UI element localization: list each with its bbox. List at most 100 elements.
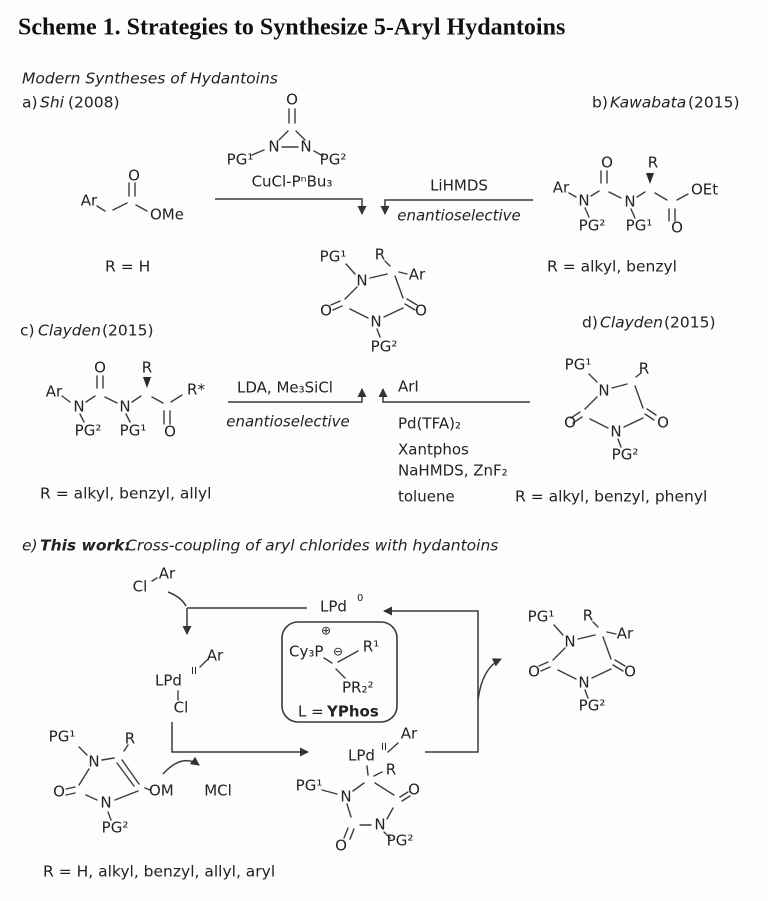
- caption-b: R = alkyl, benzyl: [547, 258, 677, 276]
- conditions-c: LDA, Me₃SiCl enantioselective: [226, 379, 350, 431]
- wedge-bond: [646, 173, 654, 184]
- species-aryl-chloride: Cl Ar: [133, 565, 176, 596]
- bonds: [177, 659, 208, 701]
- atom-n: N: [356, 272, 367, 290]
- label-mcl: MCl: [204, 782, 232, 800]
- caption-c: R = alkyl, benzyl, allyl: [40, 485, 211, 503]
- atom-ar: Ar: [81, 192, 98, 210]
- label-lpd-sup: 0: [357, 593, 363, 604]
- atom-ar: Ar: [159, 565, 176, 583]
- atom-r: R: [125, 730, 135, 748]
- atom-o: O: [415, 302, 427, 320]
- conditions-d: ArI Pd(TFA)₂ Xantphos NaHMDS, ZnF₂ tolue…: [398, 378, 508, 506]
- atom-o: O: [53, 783, 65, 801]
- label-lpd-sup: II: [381, 742, 387, 753]
- atom-ar: Ar: [553, 179, 570, 197]
- structure-e-product-hydantoin: PG¹ R N Ar O O N PG²: [528, 607, 636, 715]
- bonds: [61, 375, 183, 425]
- reagent-pdtfa: Pd(TFA)₂: [398, 415, 461, 433]
- caption-e: R = H, alkyl, benzyl, allyl, aryl: [43, 863, 275, 881]
- label-lpd: LPd: [155, 672, 182, 690]
- atom-n: N: [564, 633, 575, 651]
- reagent-nahmds: NaHMDS, ZnF₂: [398, 462, 508, 480]
- section-a-year: (2008): [68, 94, 120, 112]
- bonds: [251, 108, 324, 157]
- label-l-equals: L =: [298, 703, 324, 721]
- section-c-year: (2015): [102, 322, 154, 340]
- yphos-ligand-box: ⊕ Cy₃P ⊖ R¹ PR₂² L = YPhos: [281, 621, 398, 723]
- reaction-arrow-c: [228, 388, 367, 403]
- conditions-b: LiHMDS enantioselective: [397, 177, 521, 225]
- label-pg1: PG¹: [296, 777, 323, 795]
- atom-ar: Ar: [409, 266, 426, 284]
- atom-ar: Ar: [401, 725, 418, 743]
- caption-d: R = alkyl, benzyl, phenyl: [515, 488, 707, 506]
- atom-r-star: R*: [187, 381, 205, 399]
- label-pr2: PR₂²: [342, 679, 374, 697]
- reagent-xantphos: Xantphos: [398, 441, 469, 459]
- section-a-author: Shi: [40, 94, 65, 112]
- atom-ar: Ar: [46, 383, 63, 401]
- note-enantioselective: enantioselective: [226, 413, 350, 431]
- section-c-author: Clayden: [38, 322, 101, 340]
- reagent-cucl: CuCl-PⁿBu₃: [252, 173, 333, 191]
- atom-n: N: [624, 193, 635, 211]
- atom-n: N: [268, 138, 279, 156]
- bonds: [330, 260, 418, 338]
- atom-ar: Ar: [207, 647, 224, 665]
- atom-o: O: [128, 167, 140, 185]
- atom-r: R: [375, 246, 385, 264]
- section-b-year: (2015): [688, 94, 740, 112]
- section-label-b: b) Kawabata (2015): [592, 94, 740, 112]
- label-pg2: PG²: [612, 446, 639, 464]
- atom-o: O: [624, 663, 636, 681]
- label-pg1: PG¹: [528, 608, 555, 626]
- section-label-c: c) Clayden (2015): [20, 322, 154, 340]
- section-d-prefix: d): [582, 314, 598, 332]
- atom-o: O: [657, 414, 669, 432]
- atom-o: O: [671, 219, 683, 237]
- bond: [151, 577, 158, 582]
- section-b-author: Kawabata: [610, 94, 686, 112]
- atom-n: N: [370, 313, 381, 331]
- atom-o: O: [528, 663, 540, 681]
- species-lpd2-ar-cl: LPd II Ar Cl: [155, 647, 224, 717]
- arrow-transmetalation: [171, 722, 309, 757]
- structure-hydantoin-enolate: PG¹ R N O OM N PG² R = H, alkyl, benzyl,…: [43, 728, 275, 881]
- plus-charge-icon: ⊕: [321, 624, 331, 638]
- section-e-prefix: e): [22, 537, 38, 555]
- label-pg1: PG¹: [320, 248, 347, 266]
- label-lpd-sup: II: [191, 666, 197, 677]
- reagent-lda: LDA, Me₃SiCl: [237, 379, 333, 397]
- label-pg2: PG²: [75, 422, 102, 440]
- reagent-toluene: toluene: [398, 488, 455, 506]
- label-lpd: LPd: [348, 747, 375, 765]
- bonds: [323, 650, 359, 679]
- label-cy3p: Cy₃P: [289, 643, 323, 661]
- label-r1: R¹: [363, 638, 379, 656]
- atom-n: N: [374, 816, 385, 834]
- atom-r: R: [583, 607, 593, 625]
- atom-o: O: [94, 359, 106, 377]
- label-pg2: PG²: [579, 697, 606, 715]
- structure-d-hydantoin: PG¹ N R O O N PG² R = alkyl, benzyl, phe…: [515, 356, 707, 506]
- reagent-ari: ArI: [398, 378, 419, 396]
- bonds: [568, 170, 689, 222]
- atom-r: R: [386, 761, 396, 779]
- atom-o: O: [286, 91, 298, 109]
- atom-o: O: [408, 781, 420, 799]
- label-pg1: PG¹: [49, 728, 76, 746]
- atom-om: OM: [149, 782, 174, 800]
- atom-oet: OEt: [691, 181, 718, 199]
- structure-a-diaziridinone: O N N PG¹ PG² CuCl-PⁿBu₃: [227, 91, 347, 191]
- label-pg2: PG²: [102, 819, 129, 837]
- label-pg2: PG²: [579, 217, 606, 235]
- atom-o: O: [320, 302, 332, 320]
- arrow-catalyst-return: [383, 606, 479, 753]
- label-pg1: PG¹: [227, 151, 254, 169]
- bonds: [65, 744, 151, 821]
- atom-n: N: [119, 398, 130, 416]
- atom-o: O: [564, 414, 576, 432]
